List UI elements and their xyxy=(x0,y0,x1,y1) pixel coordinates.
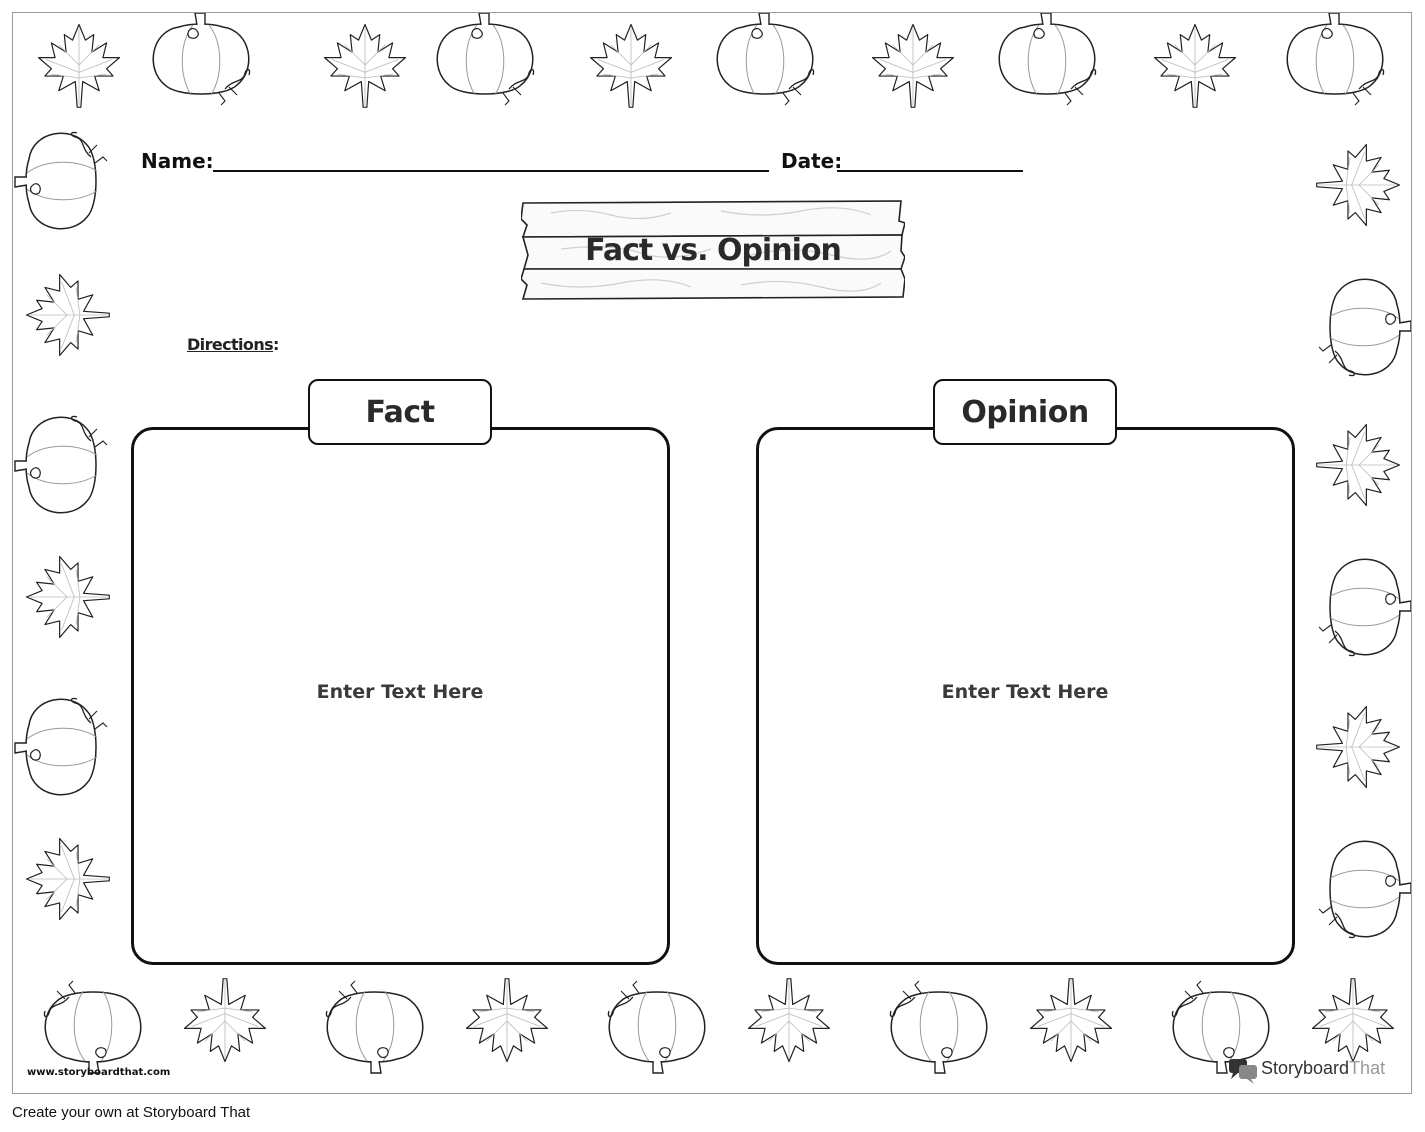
pumpkin-icon xyxy=(1307,837,1411,941)
brand-wordmark-dark: Storyboard xyxy=(1261,1058,1350,1078)
pumpkin-icon xyxy=(995,13,1099,117)
maple-leaf-icon xyxy=(743,975,835,1067)
fact-box[interactable] xyxy=(131,427,670,965)
maple-leaf-icon xyxy=(1313,701,1405,793)
brand-wordmark-light: That xyxy=(1349,1058,1386,1078)
maple-leaf-icon xyxy=(1313,419,1405,511)
maple-leaf-icon xyxy=(1307,975,1399,1067)
maple-leaf-icon xyxy=(1149,19,1241,111)
pumpkin-icon xyxy=(14,129,119,233)
pumpkin-icon xyxy=(1169,969,1273,1074)
opinion-text-placeholder[interactable]: Enter Text Here xyxy=(941,681,1109,703)
worksheet-page: Name: Date: Fact vs. Opinion Directions:… xyxy=(12,12,1412,1094)
worksheet-title: Fact vs. Opinion xyxy=(585,232,842,268)
pumpkin-icon xyxy=(1307,275,1411,379)
date-label: Date: xyxy=(781,149,843,173)
pumpkin-icon xyxy=(433,13,537,117)
pumpkin-icon xyxy=(605,969,709,1074)
storyboardthat-logo: StoryboardThat xyxy=(1227,1055,1407,1085)
pumpkin-icon xyxy=(14,413,119,517)
maple-leaf-icon xyxy=(179,975,271,1067)
footer-caption[interactable]: Create your own at Storyboard That xyxy=(12,1104,251,1121)
maple-leaf-icon xyxy=(21,551,113,643)
opinion-heading-tab: Opinion xyxy=(933,379,1117,445)
maple-leaf-icon xyxy=(33,19,125,111)
maple-leaf-icon xyxy=(585,19,677,111)
maple-leaf-icon xyxy=(1313,139,1405,231)
wood-sign-icon xyxy=(520,200,906,300)
pumpkin-icon xyxy=(713,13,817,117)
maple-leaf-icon xyxy=(1025,975,1117,1067)
directions-word: Directions xyxy=(187,335,274,354)
speech-bubbles-icon xyxy=(1229,1059,1257,1084)
pumpkin-icon xyxy=(149,13,253,117)
fact-text-placeholder[interactable]: Enter Text Here xyxy=(316,681,484,703)
pumpkin-icon xyxy=(1283,13,1387,117)
maple-leaf-icon xyxy=(21,833,113,925)
directions-label: Directions: xyxy=(187,335,279,354)
pumpkin-icon xyxy=(14,695,119,799)
maple-leaf-icon xyxy=(461,975,553,1067)
brand-wordmark: StoryboardThat xyxy=(1261,1058,1385,1079)
maple-leaf-icon xyxy=(867,19,959,111)
date-line[interactable] xyxy=(837,170,1023,172)
pumpkin-icon xyxy=(323,969,427,1074)
maple-leaf-icon xyxy=(21,269,113,361)
opinion-box[interactable] xyxy=(756,427,1295,965)
pumpkin-icon xyxy=(41,969,145,1074)
name-line[interactable] xyxy=(213,170,769,172)
name-label: Name: xyxy=(141,149,214,173)
site-url[interactable]: www.storyboardthat.com xyxy=(27,1067,171,1078)
directions-colon: : xyxy=(273,335,279,354)
title-wood-sign: Fact vs. Opinion xyxy=(520,199,906,301)
maple-leaf-icon xyxy=(319,19,411,111)
pumpkin-icon xyxy=(1307,555,1411,659)
fact-heading-tab: Fact xyxy=(308,379,492,445)
pumpkin-icon xyxy=(887,969,991,1074)
